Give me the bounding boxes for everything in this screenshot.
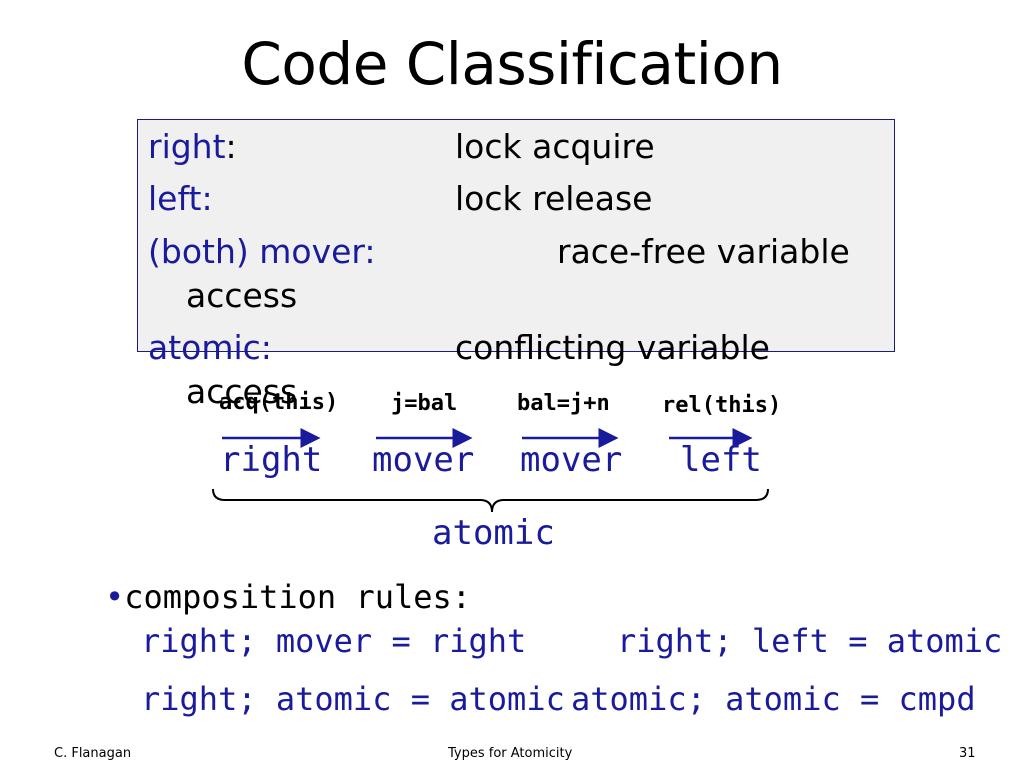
composition-heading: •composition rules: — [105, 578, 471, 616]
definitions-box — [137, 119, 895, 352]
code-step-acq: acq(this) — [219, 390, 339, 415]
def-right-term: right: — [148, 127, 237, 166]
footer-title: Types for Atomicity — [448, 746, 573, 761]
def-term-colon: : — [225, 127, 237, 166]
class-mover-2: mover — [520, 440, 623, 480]
code-step-rel: rel(this) — [662, 393, 782, 418]
rule-2: right; left = atomic — [617, 622, 1003, 660]
def-left-desc: lock release — [455, 179, 653, 218]
class-right: right — [220, 440, 323, 480]
class-mover-1: mover — [372, 440, 475, 480]
def-term-left: left: — [148, 179, 213, 218]
footer-page-number: 31 — [959, 746, 976, 761]
def-term-atomic: atomic: — [148, 328, 272, 367]
rule-4: atomic; atomic = cmpd — [571, 680, 976, 718]
brace-label: atomic — [432, 513, 555, 553]
rule-1: right; mover = right — [141, 622, 527, 660]
def-term-right: right — [148, 127, 226, 166]
code-step-read: j=bal — [391, 391, 458, 416]
slide-title: Code Classification — [241, 30, 783, 98]
class-left: left — [680, 440, 762, 480]
footer-author: C. Flanagan — [54, 746, 132, 761]
def-atomic-desc: conflicting variable — [455, 328, 770, 367]
curly-brace-icon — [212, 488, 769, 513]
code-step-write: bal=j+n — [517, 391, 610, 416]
def-atomic-desc-cont: access — [186, 372, 298, 411]
composition-heading-text: composition rules: — [124, 578, 472, 616]
def-mover-desc: race-free variable — [557, 232, 850, 271]
def-term-mover: (both) mover: — [148, 232, 376, 271]
def-mover-desc-cont: access — [186, 276, 298, 315]
bullet-icon: • — [105, 578, 125, 616]
def-right-desc: lock acquire — [455, 127, 655, 166]
rule-3: right; atomic = atomic — [141, 680, 565, 718]
